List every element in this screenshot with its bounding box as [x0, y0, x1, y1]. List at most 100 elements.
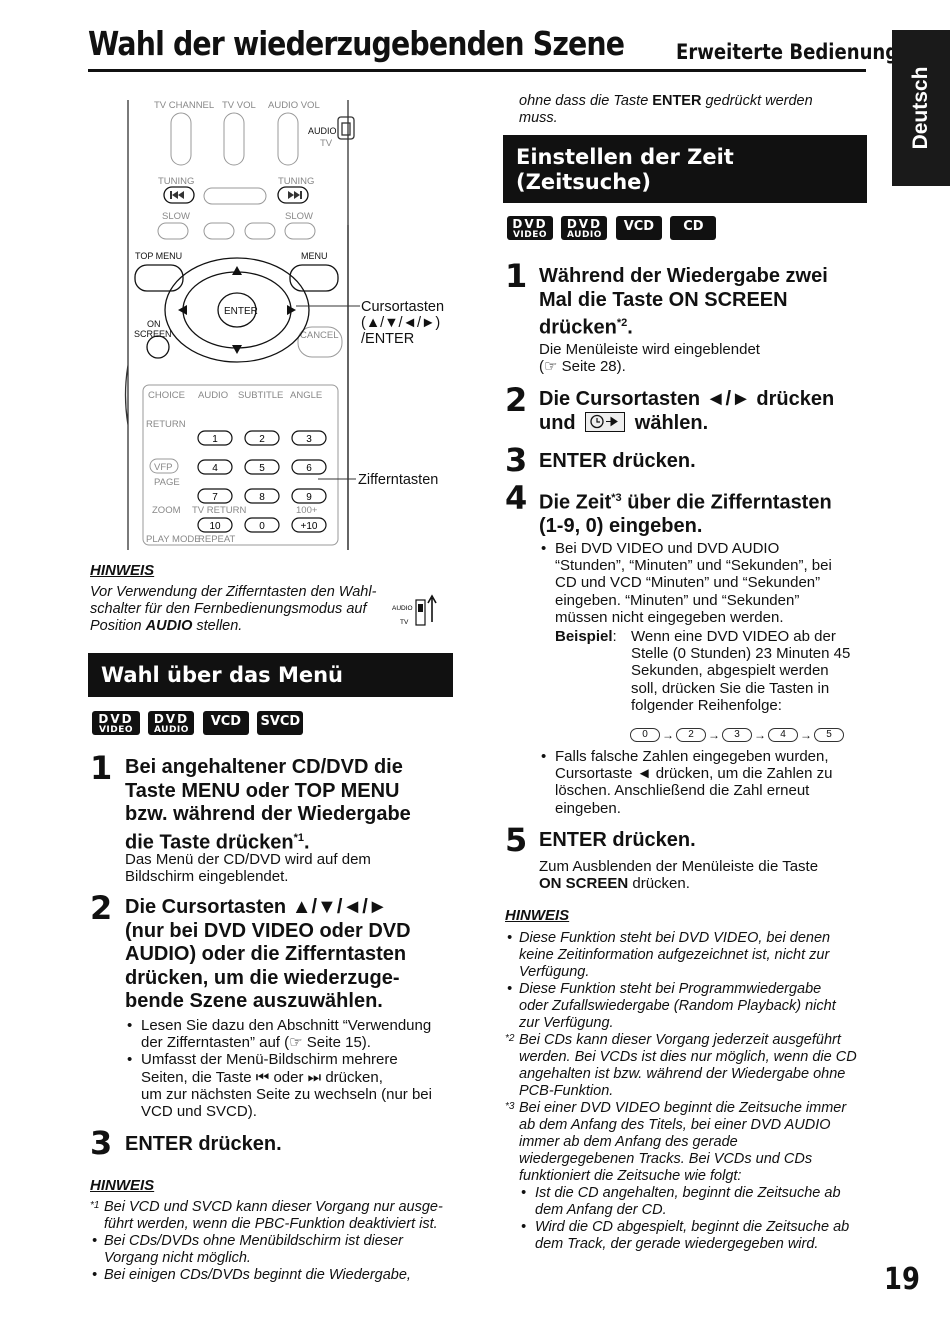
step-title: ENTER drücken. [539, 450, 696, 472]
remote-choice: CHOICE [148, 390, 185, 401]
section-header: Erweiterte Bedienung [676, 40, 899, 64]
cursor-label-3: /ENTER [361, 331, 415, 347]
sequence-key: 2 [676, 728, 706, 742]
remote-slow-l: SLOW [162, 211, 190, 222]
digit-key [197, 430, 233, 446]
step-number: 1 [90, 749, 113, 787]
page-number: 19 [884, 1262, 920, 1297]
step-number: 2 [505, 381, 528, 419]
step-number: 2 [90, 889, 113, 927]
cursor-label-1: Cursortasten [361, 299, 445, 315]
sequence-key: 3 [722, 728, 752, 742]
language-tab: Deutsch [892, 30, 950, 186]
remote-audio-vol: AUDIO VOL [268, 100, 320, 111]
remote-audio: AUDIO [308, 126, 337, 136]
language-tab-label: Deutsch [909, 66, 932, 150]
arrow-icon: → [662, 728, 674, 742]
svg-text:AUDIO: AUDIO [392, 605, 413, 612]
remote-hundred: 100+ [296, 505, 318, 516]
digit-key-label: 1 [212, 434, 218, 445]
remote-tv: TV [320, 138, 333, 149]
remote-tuning-r: TUNING [278, 176, 314, 187]
cursor-label-2: (▲/▼/◄/►) [361, 315, 441, 331]
hint-text: Vor Verwendung der Zifferntasten den Wah… [90, 584, 377, 634]
step-description: Die Menüleiste wird eingeblendet(☞ Seite… [539, 341, 760, 376]
remote-tv-return: TV RETURN [192, 505, 247, 516]
remote-control-illustration: TV CHANNEL TV VOL AUDIO VOL TV TUNING TU… [124, 100, 360, 550]
remote-cancel: CANCEL [300, 330, 339, 341]
step-title: Die Zeit*3 über die Zifferntasten (1-9, … [539, 491, 832, 538]
step-number: 3 [505, 441, 528, 479]
digit-key-label: 4 [212, 463, 218, 474]
digit-key-label: 7 [212, 492, 218, 503]
digit-key [197, 488, 233, 504]
badge-vcd: VCD [615, 216, 662, 240]
step-title: Die Cursortasten ▲/▼/◄/►(nur bei DVD VID… [125, 896, 411, 1012]
arrow-icon: → [800, 728, 812, 742]
digit-key-label: 9 [306, 492, 312, 503]
hint-heading: HINWEIS [90, 562, 155, 579]
remote-menu: MENU [301, 251, 328, 261]
digit-key-label: +10 [301, 521, 318, 532]
digit-key [244, 488, 280, 504]
remote-audio2: AUDIO [198, 390, 228, 401]
step-title: ENTER drücken. [539, 829, 696, 851]
remote-return: RETURN [146, 419, 186, 430]
key-sequence: 0→2→3→4→5 [630, 724, 844, 742]
badge-cd: CD [670, 216, 717, 240]
section-banner-time: Einstellen der Zeit(Zeitsuche) [503, 135, 867, 203]
time-search-icon [585, 411, 626, 432]
example-label: Beispiel: [555, 628, 617, 645]
digit-key-label: 5 [259, 463, 265, 474]
remote-zoom: ZOOM [152, 505, 181, 516]
remote-tuning-l: TUNING [158, 176, 194, 187]
digit-key [244, 517, 280, 533]
digit-key-label: 2 [259, 434, 265, 445]
header-rule [88, 69, 866, 72]
digit-key [244, 459, 280, 475]
digit-key-label: 3 [306, 434, 312, 445]
digit-key-label: 0 [259, 521, 265, 532]
svg-text:TV: TV [400, 619, 409, 626]
step-number: 4 [505, 479, 528, 517]
arrow-icon: → [708, 728, 720, 742]
sequence-key: 0 [630, 728, 660, 742]
step-number: 1 [505, 257, 528, 295]
digit-key [291, 517, 327, 533]
step-bullets: Falls falsche Zahlen eingegeben wurden,C… [539, 748, 869, 817]
remote-enter: ENTER [224, 306, 258, 317]
step-title: Die Cursortasten ◄/► drücken und wählen. [539, 388, 835, 434]
digit-key [291, 459, 327, 475]
digit-key-label: 6 [306, 463, 312, 474]
step-number: 3 [90, 1124, 113, 1162]
digit-key [291, 488, 327, 504]
remote-angle: ANGLE [290, 390, 322, 401]
badge-vcd: VCD [202, 711, 249, 735]
sequence-key: 4 [768, 728, 798, 742]
remote-subtitle: SUBTITLE [238, 390, 283, 401]
remote-tv-vol: TV VOL [222, 100, 256, 111]
hint-notes: Diese Funktion steht bei DVD VIDEO, bei … [505, 930, 875, 1253]
page-title: Wahl der wiederzugebenden Szene [88, 24, 625, 63]
remote-page: PAGE [154, 477, 180, 488]
digit-key-label: 10 [209, 521, 221, 532]
remote-vfp: VFP [154, 462, 172, 473]
step-description: Zum Ausblenden der Menüleiste die Taste … [539, 858, 819, 893]
section-banner-menu: Wahl über das Menü [88, 653, 453, 697]
step-number: 5 [505, 821, 528, 859]
arrow-icon: → [754, 728, 766, 742]
remote-top-menu: TOP MENU [135, 251, 182, 261]
step-bullets: Bei DVD VIDEO und DVD AUDIO“Stunden”, “M… [539, 540, 869, 626]
